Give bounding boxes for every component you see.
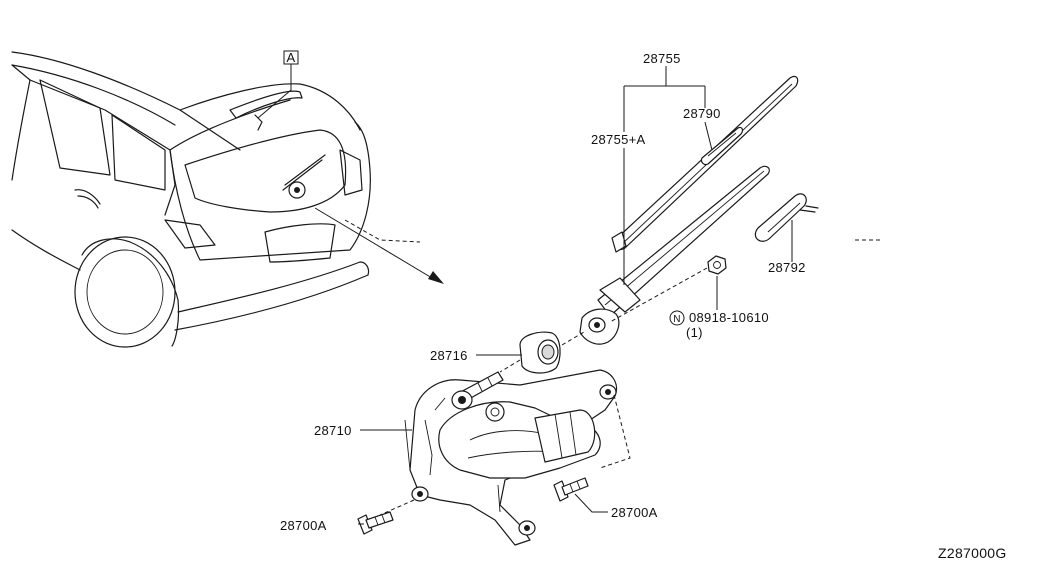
view-marker: A: [257, 50, 299, 119]
label-28700a-left: 28700A: [280, 518, 327, 533]
label-28716: 28716: [430, 348, 468, 363]
view-marker-label: A: [287, 50, 296, 65]
wiper-arm: [579, 165, 770, 345]
detail-arrow: [314, 207, 444, 284]
label-nut-code: N: [673, 314, 681, 325]
label-28792: 28792: [768, 260, 806, 275]
vehicle-illustration: [11, 51, 880, 348]
wiper-blade-assembly: [611, 75, 799, 253]
arm-cap: [754, 193, 819, 242]
pivot-cap: [499, 331, 585, 374]
diagram-id: Z287000G: [938, 545, 1007, 561]
leader-lines: [358, 66, 793, 525]
nut: [609, 255, 727, 323]
bolt-left: [357, 511, 394, 535]
part-labels: 28755 28790 28755+A 28792 N 08918-10610 …: [280, 51, 1007, 561]
label-nut-qty: (1): [686, 325, 703, 340]
label-nut: 08918-10610: [689, 310, 769, 325]
bolt-right: [553, 477, 589, 502]
label-28790: 28790: [683, 106, 721, 121]
nut-code-circle: [669, 310, 685, 326]
label-28755: 28755: [643, 51, 681, 66]
label-28700a-right: 28700A: [611, 505, 658, 520]
label-28755-a: 28755+A: [591, 132, 646, 147]
wiper-motor: [379, 369, 631, 546]
label-28710: 28710: [314, 423, 352, 438]
